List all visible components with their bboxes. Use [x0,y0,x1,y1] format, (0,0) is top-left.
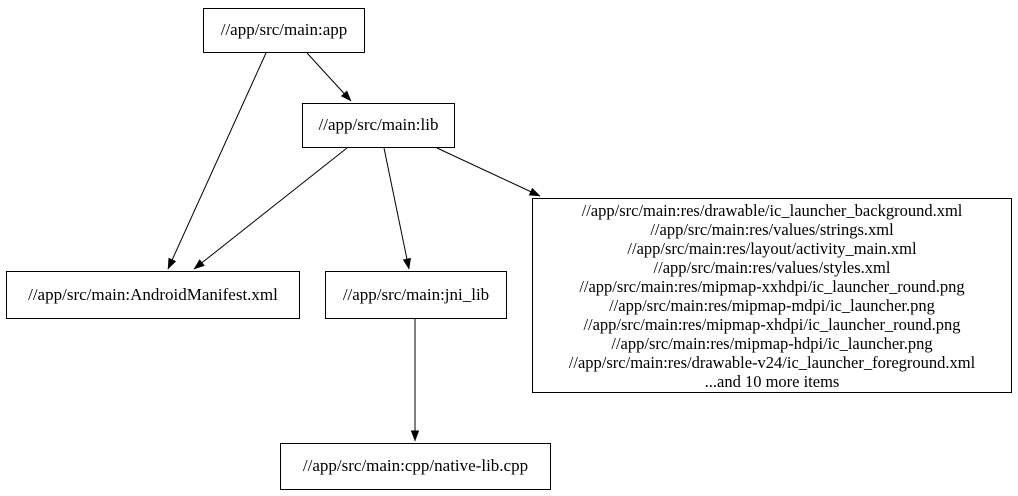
node-native-lib-cpp-label: //app/src/main:cpp/native-lib.cpp [302,456,529,476]
resource-file-item: //app/src/main:res/drawable-v24/ic_launc… [568,352,976,372]
node-resources-filegroup: //app/src/main:res/drawable/ic_launcher_… [532,198,1012,393]
edge-app-to-lib [306,52,352,102]
edge-lib-to-jnilib [383,147,411,270]
resource-file-item: //app/src/main:res/drawable/ic_launcher_… [581,200,963,220]
node-jni-lib-target: //app/src/main:jni_lib [325,271,507,319]
resource-file-item: //app/src/main:res/values/styles.xml [653,257,891,277]
edge-app-to-androidmanifest [167,52,267,270]
node-androidmanifest-target: //app/src/main:AndroidManifest.xml [6,271,300,319]
node-lib-label: //app/src/main:lib [318,115,439,135]
resource-file-item: //app/src/main:res/mipmap-xxhdpi/ic_laun… [579,276,965,296]
node-androidmanifest-label: //app/src/main:AndroidManifest.xml [28,284,278,304]
resource-file-item: //app/src/main:res/mipmap-xhdpi/ic_launc… [583,314,961,334]
resource-more-items-note: ...and 10 more items [704,371,840,391]
node-jni-lib-label: //app/src/main:jni_lib [342,284,490,304]
node-lib-target: //app/src/main:lib [302,103,455,148]
node-app-target: //app/src/main:app [203,8,365,53]
resource-file-item: //app/src/main:res/values/strings.xml [650,219,894,239]
resource-file-item: //app/src/main:res/layout/activity_main.… [627,238,917,258]
edge-lib-to-resources [436,147,541,197]
resource-file-item: //app/src/main:res/mipmap-hdpi/ic_launch… [611,333,933,353]
node-native-lib-cpp-target: //app/src/main:cpp/native-lib.cpp [280,443,551,490]
node-app-label: //app/src/main:app [220,20,348,40]
resource-file-item: //app/src/main:res/mipmap-mdpi/ic_launch… [609,295,935,315]
edge-lib-to-androidmanifest [193,147,348,270]
